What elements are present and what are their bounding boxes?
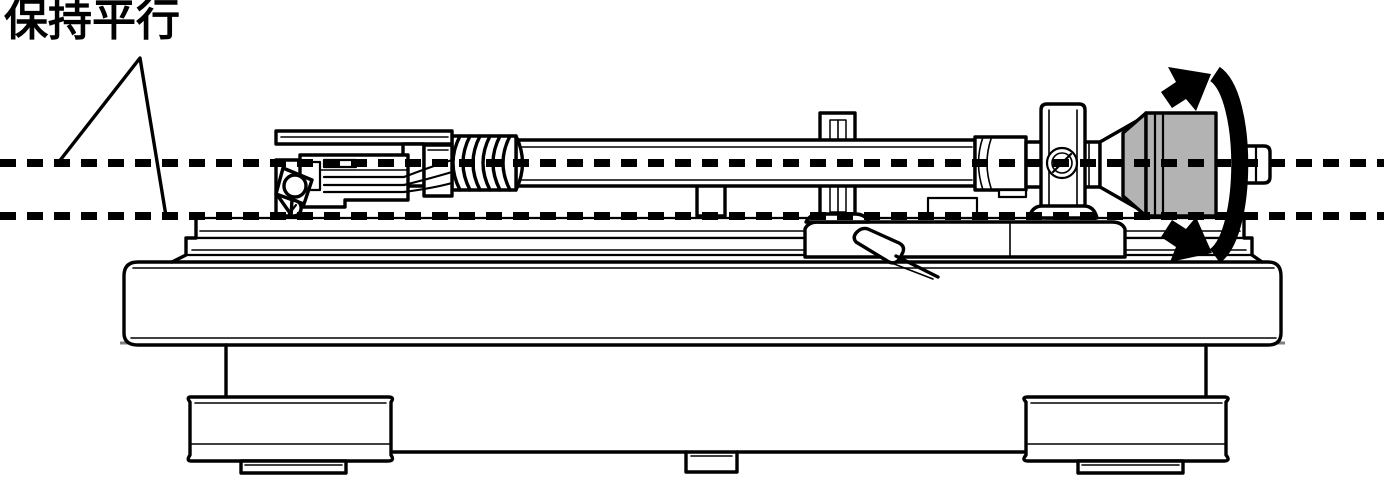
foot-left-body [186,395,395,463]
foot-right-body [1022,395,1230,463]
collar-ring-4 [481,134,492,192]
page-title: 保持平行 [4,0,180,46]
plinth-right-step [1242,216,1264,264]
cueing-lever-arm2 [888,261,934,280]
plinth-left-step [170,216,198,264]
foot-left [186,343,395,475]
cueing-lever-arm[interactable] [894,254,940,279]
foot-right [1022,343,1230,475]
tonearm-tube [450,134,977,192]
parallel-reference-lines [0,159,1384,220]
pivot-shaft-small-step [997,188,1028,199]
collar-ring-6 [501,134,512,192]
rotation-arrow [1161,66,1249,263]
rotation-arrowhead-bottom [1161,217,1212,262]
plinth-body [122,260,1283,347]
headshell[interactable] [274,129,454,218]
parallel-leader-triangle [56,56,168,218]
rotation-arrowhead-top [1161,67,1211,111]
leader-triangle-path [56,56,168,218]
headshell-lock-collar[interactable] [450,134,525,192]
headshell-wire-1 [402,158,454,179]
counterweight-body[interactable] [1144,111,1218,218]
cueing-lever[interactable] [852,226,940,280]
cartridge-circle [282,173,308,199]
foot-right-pad [1076,459,1185,475]
rotation-arc [1209,66,1249,263]
cueing-lever-knob[interactable] [852,226,906,265]
arm-base-housing [803,196,1127,280]
pivot-screw-inner [1051,152,1073,174]
foot-left-pad [239,459,348,475]
headshell-wire-3 [402,181,454,194]
stylus-needle [287,203,298,216]
center-tab [684,450,739,474]
headshell-wire-2 [402,170,454,187]
